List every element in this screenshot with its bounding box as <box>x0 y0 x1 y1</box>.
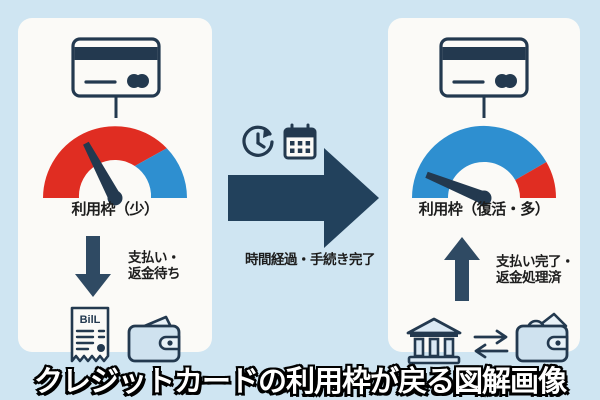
caption-banner: クレジットカードの利用枠が戻る図解画像 <box>0 358 600 400</box>
gauge-label-low: 利用枠（少） <box>71 201 159 218</box>
credit-card-icon <box>438 36 530 118</box>
clock-history-icon <box>240 124 276 160</box>
right-state-panel: 利用枠（復活・多） 支払い完了・ 返金処理済 <box>388 18 580 365</box>
left-note: 支払い・ 返金待ち <box>128 250 181 282</box>
caption-text: クレジットカードの利用枠が戻る図解画像 <box>32 364 569 400</box>
gauge-label-restored: 利用枠（復活・多） <box>418 201 550 218</box>
exchange-arrows-icon <box>472 328 510 360</box>
credit-limit-gauge-low <box>33 116 197 206</box>
up-arrow <box>443 236 481 302</box>
calendar-icon <box>283 123 317 160</box>
right-note: 支払い完了・ 返金処理済 <box>496 254 575 286</box>
bill-receipt-icon: BilL <box>66 306 114 366</box>
credit-card-icon <box>70 36 162 118</box>
bank-icon <box>406 316 462 366</box>
right-arrow <box>228 148 380 248</box>
bill-icon-label: BilL <box>80 314 101 326</box>
wallet-with-money-icon <box>514 312 572 364</box>
down-arrow <box>74 236 112 298</box>
wallet-icon <box>126 314 182 364</box>
center-note: 時間経過・手続き完了 <box>245 252 376 267</box>
left-state-panel: 利用枠（少） 支払い・ 返金待ち BilL <box>18 18 212 363</box>
credit-limit-gauge-restored <box>402 116 566 206</box>
